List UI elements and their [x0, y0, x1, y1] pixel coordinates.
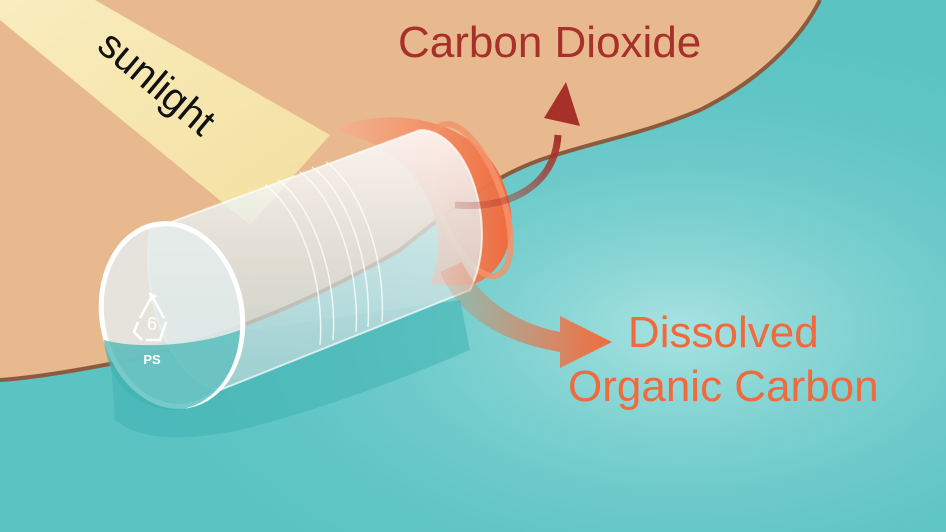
dissolved-organic-carbon-label-line2: Organic Carbon: [568, 362, 879, 411]
dissolved-organic-carbon-arrow: [440, 262, 612, 368]
carbon-dioxide-label: Carbon Dioxide: [398, 18, 702, 67]
sunbeam: [0, 0, 330, 225]
cylinder-end-cap-waterline: [104, 330, 240, 411]
recycling-code-material: PS: [143, 352, 161, 367]
recycling-symbol-icon: [132, 292, 168, 342]
dissolved-organic-carbon-label-line1: Dissolved: [627, 308, 819, 357]
recycling-code-number: 6: [147, 314, 157, 334]
cylinder-striations: [264, 161, 384, 346]
dissolved-organic-carbon-label: Dissolved Organic Carbon: [568, 306, 879, 414]
carbon-dioxide-arrow: [454, 134, 562, 210]
carbon-dioxide-arrowhead: [544, 82, 580, 126]
